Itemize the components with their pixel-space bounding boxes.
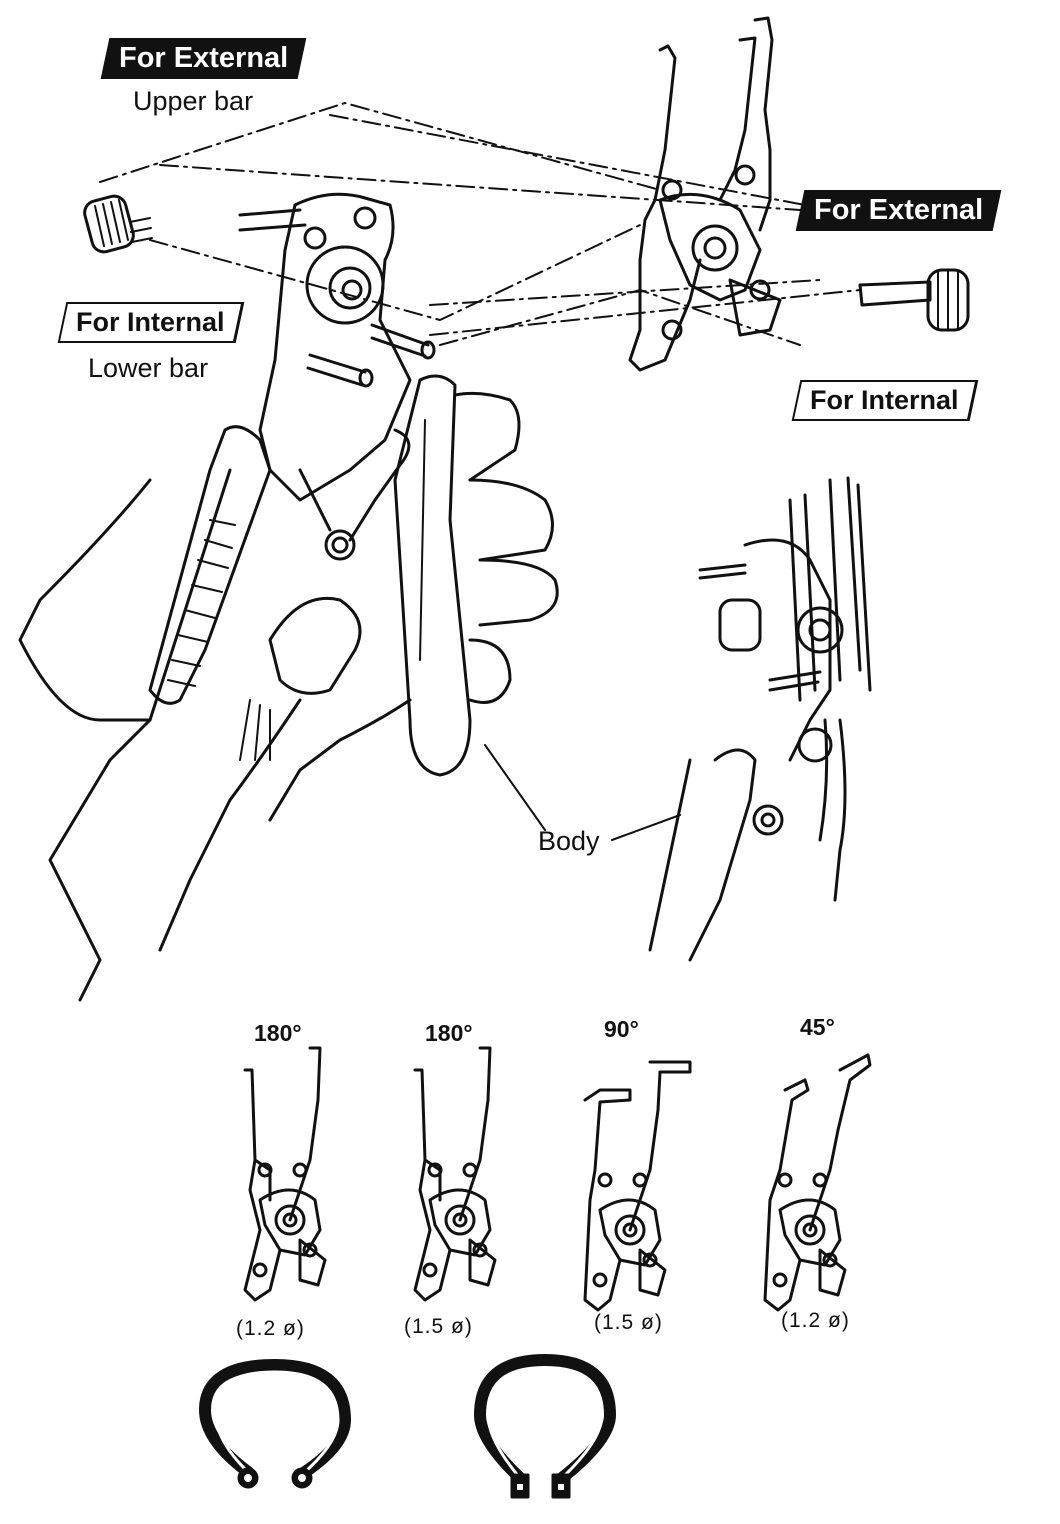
tip-45	[763, 1053, 872, 1312]
lower-bar-label: Lower bar	[88, 353, 209, 383]
hand-outline	[18, 391, 559, 1002]
tip-angle-label: 45°	[800, 1014, 835, 1040]
thumb-screw-right	[858, 268, 970, 332]
spring-coil-main	[298, 428, 411, 561]
plier-handle-body	[393, 374, 472, 777]
lower-bar-internal-tag: For Internal	[57, 302, 244, 343]
tip-180-b	[413, 1046, 497, 1302]
tip-diameter-label: (1.5 ø)	[594, 1311, 663, 1334]
tip-angle-label: 180°	[254, 1020, 302, 1046]
thumb-screw-left	[83, 194, 153, 254]
right-external-tag: For External	[795, 190, 1002, 231]
body-leader-line	[484, 744, 546, 831]
plier-handle-left	[148, 425, 272, 705]
tip-angle-label: 180°	[425, 1020, 473, 1046]
snap-ring-internal	[199, 1359, 351, 1489]
right-internal-tag: For Internal	[791, 380, 978, 421]
body-label: Body	[538, 826, 600, 856]
tip-diameter-label: (1.2 ø)	[236, 1317, 305, 1340]
tip-diameter-label: (1.5 ø)	[404, 1315, 473, 1338]
tip-assembly-exploded	[628, 16, 782, 372]
upper-bar-label: Upper bar	[133, 86, 254, 116]
tip-180-a	[243, 1046, 327, 1302]
tip-90	[583, 1060, 692, 1312]
plier-head-main	[238, 192, 436, 502]
snap-ring-external	[474, 1354, 616, 1499]
upper-bar-external-tag: For External	[100, 38, 307, 79]
tip-diameter-label: (1.2 ø)	[781, 1309, 850, 1332]
tip-angle-label: 90°	[604, 1016, 639, 1042]
body-leader-line-right	[611, 814, 681, 841]
plier-side-view	[648, 476, 872, 962]
